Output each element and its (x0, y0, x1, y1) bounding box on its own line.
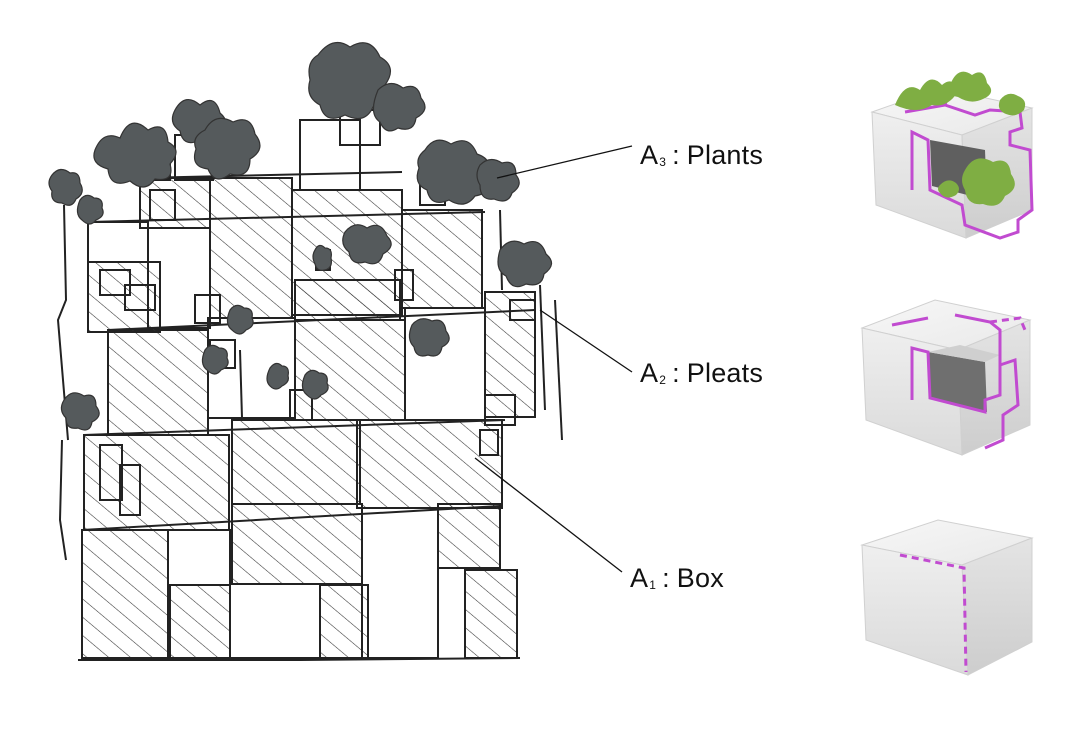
foliage-clusters (48, 41, 553, 431)
label-plants: A3:Plants (640, 140, 764, 170)
pleats-module-render (860, 299, 1032, 456)
outline-blocks (56, 109, 563, 661)
leader-line-box (474, 457, 623, 573)
leader-line-pleats (539, 309, 633, 373)
label-box: A1:Box (630, 563, 724, 593)
plants-module-render (870, 71, 1034, 240)
plant-foliage (895, 71, 1026, 206)
leader-line-plants (496, 145, 633, 179)
hatched-blocks (81, 177, 536, 659)
box-module-render (860, 519, 1034, 676)
label-pleats: A2:Pleats (640, 358, 764, 388)
